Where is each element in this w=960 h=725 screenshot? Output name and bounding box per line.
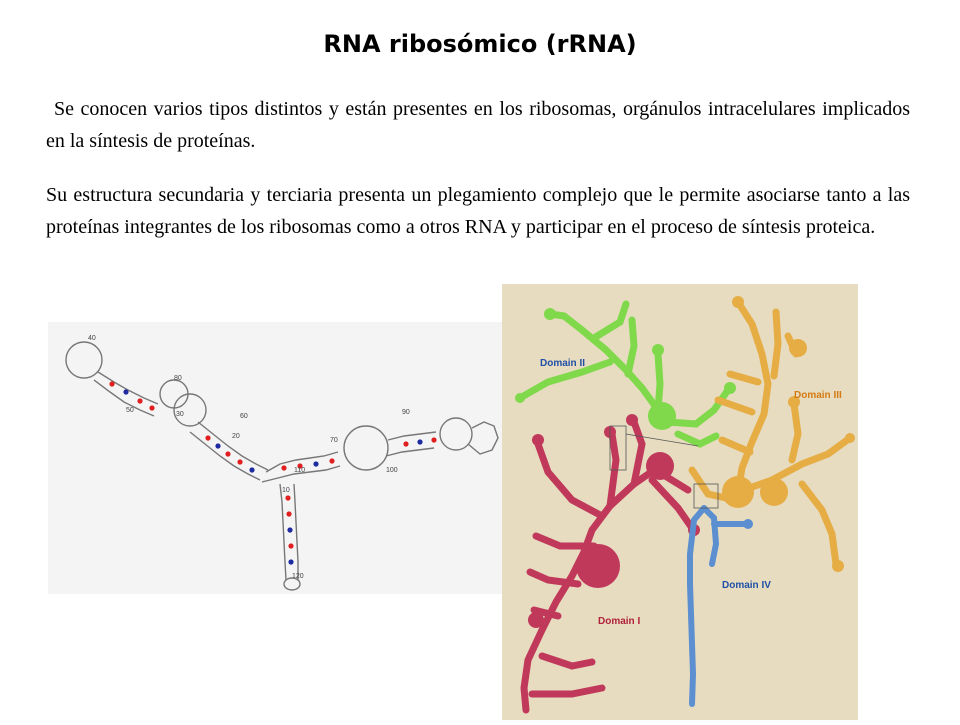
domain-2-structure bbox=[516, 300, 732, 448]
domain-4-loop bbox=[743, 519, 753, 529]
intro-paragraph: Se conocen varios tipos distintos y está… bbox=[46, 98, 910, 152]
position-label-80: 80 bbox=[174, 375, 182, 382]
position-label-20: 20 bbox=[232, 433, 240, 440]
position-label-60: 60 bbox=[240, 413, 248, 420]
rrna-16s-domains-drawing: Domain II Domain III Domain IV Domain I bbox=[515, 296, 855, 714]
rrna-5s-structure-drawing: 10 20 30 40 50 60 70 80 90 100 110 120 bbox=[65, 335, 499, 591]
position-label-100: 100 bbox=[386, 467, 398, 474]
rrna-5s-structure-figure: 10 20 30 40 50 60 70 80 90 100 110 120 bbox=[48, 322, 504, 594]
rrna-5s-position-labels: 10 20 30 40 50 60 70 80 90 100 110 120 bbox=[88, 335, 410, 580]
domain-2-label: Domain II bbox=[540, 358, 585, 369]
position-label-70: 70 bbox=[330, 437, 338, 444]
domain-3-structure bbox=[688, 298, 854, 568]
position-label-30: 30 bbox=[176, 411, 184, 418]
rrna-5s-base-pairs bbox=[109, 381, 437, 565]
domain-1-label: Domain I bbox=[598, 616, 640, 627]
position-label-90: 90 bbox=[402, 409, 410, 416]
slide-title: RNA ribosómico (rRNA) bbox=[323, 30, 637, 58]
domain-4-structure bbox=[687, 505, 751, 707]
structure-paragraph: Su estructura secundaria y terciaria pre… bbox=[46, 184, 910, 238]
rrna-5s-backbone bbox=[65, 341, 499, 591]
domain-1-loops bbox=[528, 414, 700, 628]
position-label-110: 110 bbox=[294, 467, 305, 474]
position-label-50: 50 bbox=[126, 407, 134, 414]
position-label-10: 10 bbox=[282, 487, 290, 494]
tertiary-interaction-lines bbox=[609, 425, 719, 509]
position-label-120: 120 bbox=[292, 573, 304, 580]
domain-3-label: Domain III bbox=[794, 390, 842, 401]
position-label-40: 40 bbox=[88, 335, 96, 342]
domain-2-loops bbox=[515, 308, 736, 430]
rrna-16s-domains-figure: Domain II Domain III Domain IV Domain I bbox=[502, 284, 858, 720]
domain-1-structure bbox=[520, 418, 696, 714]
domain-3-loops bbox=[722, 296, 855, 572]
domain-4-label: Domain IV bbox=[722, 580, 771, 591]
